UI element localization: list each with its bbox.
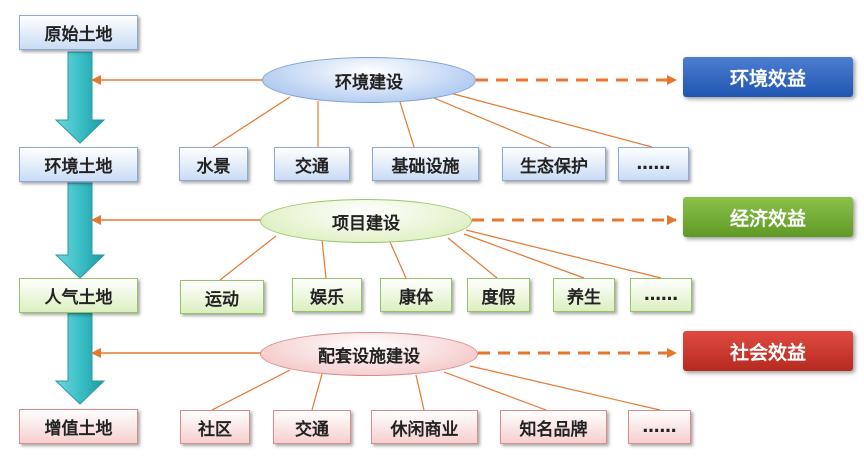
- construction-environment: 环境建设: [262, 57, 476, 103]
- item-community: 社区: [180, 410, 250, 444]
- benefit-environment: 环境效益: [683, 57, 853, 97]
- flow-arrow-1: [54, 51, 106, 144]
- item-entertainment: 娱乐: [292, 278, 362, 312]
- item-infrastructure: 基础设施: [372, 147, 479, 181]
- connectors-environment: [212, 92, 653, 148]
- flow-arrow-3: [54, 312, 106, 405]
- item-more: ……: [618, 147, 689, 181]
- flow-arrow-2: [54, 182, 106, 279]
- item-sports: 运动: [180, 280, 264, 314]
- item-health: 养生: [553, 278, 615, 312]
- connectors-economy: [219, 229, 662, 281]
- item-water-landscape: 水景: [179, 147, 248, 181]
- stage-popular-land: 人气土地: [19, 278, 138, 313]
- item-ecology: 生态保护: [502, 147, 606, 181]
- item-more: ……: [630, 278, 692, 312]
- stage-environment-land: 环境土地: [19, 147, 138, 182]
- stage-value-added-land: 增值土地: [19, 409, 138, 444]
- item-vacation: 度假: [467, 278, 530, 312]
- stage-original-land: 原始土地: [19, 15, 138, 50]
- item-traffic: 交通: [273, 410, 351, 444]
- benefit-economy: 经济效益: [683, 197, 853, 237]
- item-traffic: 交通: [274, 147, 350, 181]
- benefit-society: 社会效益: [683, 331, 853, 371]
- construction-project: 项目建设: [260, 199, 472, 243]
- item-wellness: 康体: [380, 278, 452, 312]
- item-famous-brands: 知名品牌: [500, 410, 607, 444]
- item-more: ……: [628, 410, 691, 444]
- item-leisure-commerce: 休闲商业: [371, 410, 478, 444]
- connectors-society: [211, 365, 661, 411]
- construction-facilities: 配套设施建设: [260, 332, 478, 376]
